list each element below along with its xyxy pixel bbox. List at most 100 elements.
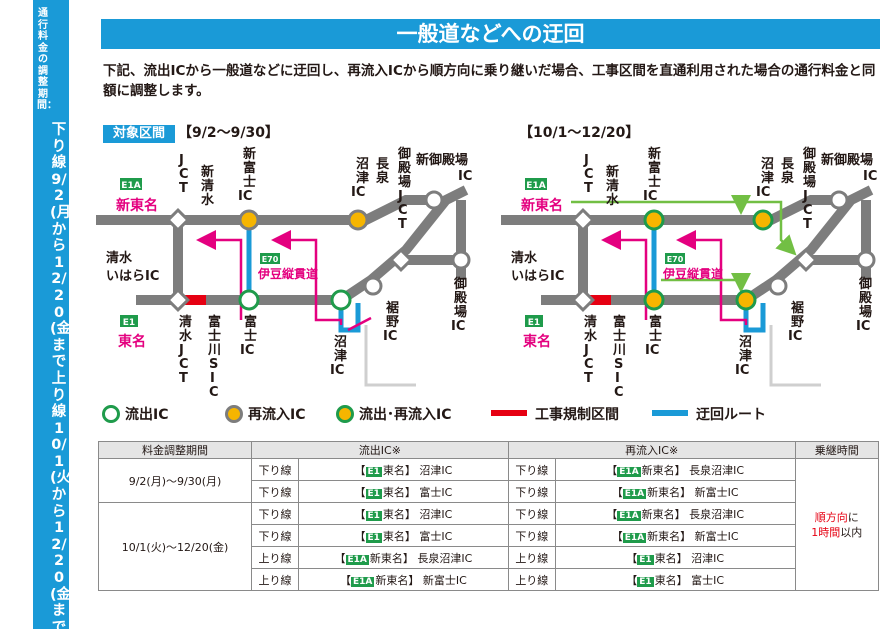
legend-reentry-icon [225,405,243,423]
reentry-ic-shinfuji [238,209,260,231]
in-ic-name: 新東名】 新富士IC [647,485,739,499]
sidebar: 通行料金の調整期間： 下り線9/2(月)から12/20(金)まで 上り線10/1… [0,0,86,636]
out-dir-cell: 下り線 [250,502,300,525]
period-cell: 10/1(火)〜12/20(金) [98,502,252,591]
out-ic-name: 新東名】 新富士IC [375,573,467,587]
route-magenta-1 [196,230,243,320]
label-izu: 伊豆縦貫道 [662,266,723,281]
period-right: 【10/1〜12/20】 [519,125,640,141]
route-tag: E1A [345,554,369,565]
exit-reentry-ic-numazu [735,289,757,311]
route-tag: E1A [622,488,647,499]
page-title: 一般道などへの迂回 [101,19,880,49]
badge-e1 [525,315,543,327]
out-dir-cell: 上り線 [250,546,300,569]
badge-e70 [260,253,280,264]
label-shimizu-iihara: 清水いはらIC [511,250,564,284]
label-tomei: 東名 [523,333,551,350]
legend-detour-icon [652,410,688,416]
out-ic-name: 東名】 富士IC [382,485,453,499]
road-shin-tomei [501,195,836,225]
reentry-ic-nagaizumi [347,209,369,231]
route-magenta-3 [347,316,372,332]
table-header: 料金調整期間 [98,441,252,459]
road-outline [769,325,821,387]
road-shin-tomei [96,195,431,225]
sidebar-strip [33,0,69,629]
legend-construction-label: 工事規制区間 [535,407,619,423]
out-ic-name: 東名】 富士IC [382,529,453,543]
transfer-suffix: 以内 [840,525,863,539]
label-shimizu-iihara: 清水いはらIC [106,250,159,284]
badge-e1-text: E1 [123,318,135,328]
label-izu: 伊豆縦貫道 [257,266,318,281]
badge-e1a-text: E1A [121,181,140,191]
route-tag: E1 [637,554,654,565]
legend-exit-label: 流出IC [125,407,169,423]
in-dir-cell: 下り線 [507,524,556,547]
gotemba-jct-node [388,247,414,273]
badge-e1-text: E1 [528,318,540,328]
sidebar-caption: 通行料金の調整期間： [37,8,57,111]
route-magenta-2 [676,230,748,325]
route-tag: E1A [617,510,641,521]
exit-ic-numazu [330,289,352,311]
label-tomei: 東名 [118,333,146,350]
label-shin-tomei: 新東名 [116,197,158,214]
ic-susono [768,276,788,296]
in-ic-name: 新東名】 長泉沼津IC [641,507,745,521]
legend-exit-reentry-label: 流出･再流入IC [359,407,452,423]
out-dir-cell: 下り線 [250,458,300,481]
transfer-direction: 順方向 [814,510,848,524]
jct-node-bottom [165,287,191,313]
route-tag: E1 [637,576,654,587]
exit-reentry-ic-shinfuji [643,209,665,231]
label-shin-tomei: 新東名 [521,197,563,214]
in-ic-name: 東名】 沼津IC [654,551,725,565]
badge-e70-text: E70 [262,255,279,264]
jct-node-top [165,207,191,233]
section-badge: 対象区間 [103,125,175,143]
route-tag: E1A [622,532,647,543]
transfer-particle: に [847,510,859,524]
transfer-cell: 順方向に 1時間以内 [794,458,880,591]
legend-reentry-label: 再流入IC [248,407,306,423]
exit-ic-fuji [238,289,260,311]
exit-reentry-ic-nagaizumi [752,209,774,231]
out-ic-name: 東名】 沼津IC [382,507,453,521]
legend-construction-icon [491,410,527,416]
route-magenta-2 [271,230,343,325]
out-dir-cell: 上り線 [250,568,300,591]
badge-e1a [525,178,547,190]
route-lime-2 [661,273,751,293]
map-legend: 流出IC 再流入IC 流出･再流入IC 工事規制区間 迂回ルート [102,402,882,426]
sidebar-period: 下り線9/2(月)から12/20(金)まで 上り線10/1(火)から12/20(… [50,122,78,636]
out-dir-cell: 下り線 [250,480,300,503]
road-tomei [541,185,874,305]
route-tag: E1 [365,532,382,543]
label-shin-shimizu: 新清水 [201,164,215,208]
table-header: 流出IC※ [251,441,509,459]
in-ic-name: 新東名】 新富士IC [647,529,739,543]
period-left: 【9/2〜9/30】 [178,125,279,141]
